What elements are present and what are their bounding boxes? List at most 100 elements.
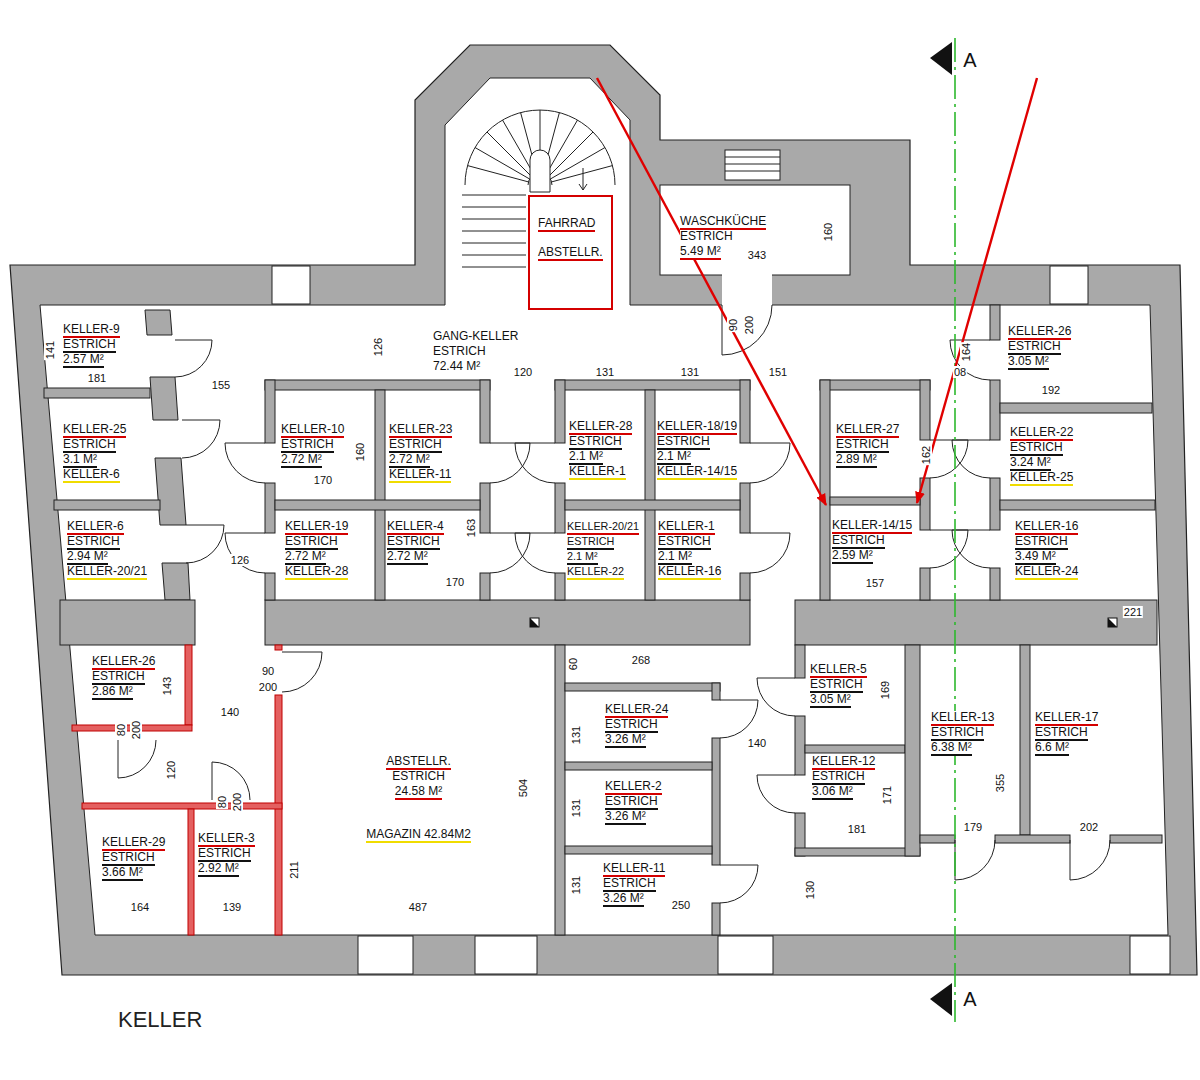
dimension-label: 143 (161, 676, 173, 696)
dimension-label: 131 (570, 798, 582, 818)
dimension-label: 139 (222, 901, 242, 913)
room-text-group: FAHRRADABSTELLR. (538, 217, 603, 261)
shaft-symbol (1108, 618, 1117, 627)
dimension-label: 140 (220, 706, 240, 718)
dimension-label: 355 (994, 773, 1006, 793)
room-box: KELLER-23ESTRICH2.72 M²KELLER-11 (385, 390, 480, 500)
dimension-label: 200 (743, 315, 755, 335)
dimension-label: 170 (445, 576, 465, 588)
floor-type: ESTRICH (285, 535, 338, 550)
room-text-group: KELLER-26ESTRICH2.86 M² (92, 655, 155, 700)
dimension-label: 200 (258, 681, 278, 693)
interior-wall (54, 500, 160, 510)
assigned-unit: KELLER-25 (1010, 471, 1073, 486)
interior-wall (645, 390, 655, 600)
new-partition (72, 645, 282, 935)
assigned-unit: KELLER-22 (567, 565, 624, 580)
room-name: KELLER-19 (285, 520, 348, 535)
door-swing (225, 533, 265, 573)
interior-wall (1000, 500, 1155, 510)
room-box: ABSTELLR.ESTRICH24.58 M²MAGAZIN 42.84M2 (282, 645, 555, 935)
room-area: 6.38 M² (931, 741, 972, 756)
dimension-label: 120 (513, 366, 533, 378)
room-area: 72.44 M² (433, 360, 480, 375)
floor-type: ESTRICH (1010, 441, 1063, 456)
room-name: KELLER-14/15 (832, 519, 912, 534)
room-box: KELLER-17ESTRICH6.6 M² (1030, 645, 1160, 835)
outer-wall (722, 274, 772, 306)
room-box: KELLER-22ESTRICH3.24 M²KELLER-25 (1000, 413, 1150, 500)
interior-wall (1000, 403, 1152, 413)
room-name: KELLER-18/19 (657, 420, 737, 435)
interior-wall (565, 683, 720, 691)
room-name: KELLER-20/21 (567, 520, 639, 535)
room-name: KELLER-9 (63, 323, 120, 338)
interior-wall (920, 568, 930, 600)
room-box: KELLER-19ESTRICH2.72 M²KELLER-28 (275, 510, 375, 600)
room-name: KELLER-11 (603, 862, 665, 877)
dimension-label: 08 (953, 366, 967, 378)
room-area: 3.66 M² (102, 866, 143, 881)
floor-type: ESTRICH (836, 438, 889, 453)
interior-wall (905, 645, 920, 856)
door-swing (515, 533, 555, 573)
assigned-unit: KELLER-1 (569, 465, 626, 480)
window (358, 936, 413, 974)
room-text-group: KELLER-14/15ESTRICH2.59 M² (832, 519, 912, 564)
room-name: KELLER-5 (810, 663, 867, 678)
dimension-label: 164 (130, 901, 150, 913)
interior-wall (375, 390, 385, 600)
room-text-group: KELLER-29ESTRICH3.66 M² (102, 836, 165, 881)
interior-wall (265, 380, 490, 390)
room-name: FAHRRAD (538, 217, 595, 232)
door-swing (118, 305, 1110, 903)
assigned-unit: KELLER-28 (285, 565, 348, 580)
interior-wall (555, 645, 565, 935)
outer-wall (725, 157, 780, 171)
outer-wall (10, 45, 1197, 975)
room-area: 2.86 M² (92, 685, 133, 700)
floor-type: ESTRICH (567, 535, 614, 550)
room-box: KELLER-3ESTRICH2.92 M² (194, 809, 275, 935)
dimension-label: 160 (354, 442, 366, 462)
room-box: KELLER-29ESTRICH3.66 M² (95, 809, 188, 935)
spiral-stair (579, 168, 587, 190)
dimension-label: 171 (881, 785, 893, 805)
room-box: KELLER-11ESTRICH3.26 M² (565, 854, 712, 935)
floor-type: ESTRICH (605, 795, 658, 810)
room-area: 6.6 M² (1035, 741, 1069, 756)
dimension-label: 181 (87, 372, 107, 384)
room-text-group: KELLER-13ESTRICH6.38 M² (931, 711, 994, 756)
room-area: 3.26 M² (605, 810, 646, 825)
room-name: KELLER-22 (1010, 426, 1073, 441)
room-text-group: KELLER-3ESTRICH2.92 M² (198, 832, 255, 877)
room-area: 2.72 M² (285, 550, 326, 565)
room-name: KELLER-17 (1035, 711, 1098, 726)
section-label: A (962, 988, 977, 1010)
room-text-group: KELLER-25ESTRICH3.1 M²KELLER-6 (63, 423, 126, 483)
interior-wall (820, 380, 830, 600)
dimension-label: 140 (747, 737, 767, 749)
assigned-unit: KELLER-11 (389, 468, 451, 483)
room-box: KELLER-25ESTRICH3.1 M²KELLER-6 (50, 398, 150, 500)
room-text-group: KELLER-16ESTRICH3.49 M²KELLER-24 (1015, 520, 1078, 580)
dimension-label: 141 (44, 340, 56, 360)
room-text-group: KELLER-10ESTRICH2.72 M² (281, 423, 344, 468)
room-name: GANG-KELLER (433, 330, 518, 345)
room-name: KELLER-3 (198, 832, 255, 847)
door-swing (186, 525, 224, 563)
assigned-unit: KELLER-16 (658, 565, 721, 580)
interior-wall (480, 380, 490, 443)
spiral-stair (462, 195, 526, 267)
dimension-label: 90 (727, 318, 739, 332)
door-swing (720, 700, 758, 738)
room-name: KELLER-24 (605, 703, 668, 718)
dimension-label: 202 (1079, 821, 1099, 833)
room-box: KELLER-16ESTRICH3.49 M²KELLER-24 (1000, 510, 1150, 600)
room-area: 3.24 M² (1010, 456, 1051, 471)
room-name: KELLER-29 (102, 836, 165, 851)
door-swing (930, 530, 968, 568)
floor-type: ESTRICH (680, 230, 733, 245)
floor-type: ESTRICH (281, 438, 334, 453)
dimension-label: 200 (231, 792, 243, 812)
